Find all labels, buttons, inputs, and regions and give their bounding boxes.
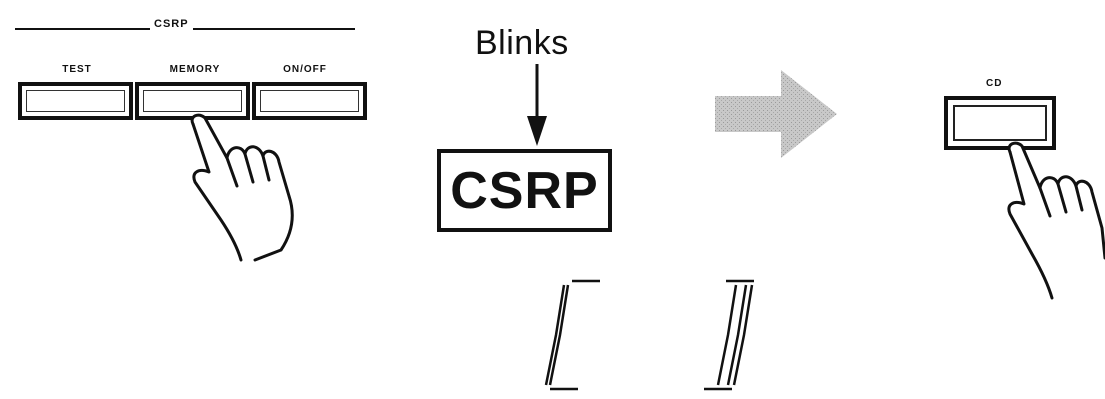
memory-button-label: MEMORY xyxy=(169,64,221,75)
segment-display-icon xyxy=(544,279,754,391)
cd-button-label: CD xyxy=(986,78,1003,89)
test-button[interactable] xyxy=(18,82,133,120)
blinks-label: Blinks xyxy=(475,24,569,62)
cd-button[interactable] xyxy=(944,96,1056,150)
panel-title: CSRP xyxy=(150,18,193,30)
csrp-display: CSRP xyxy=(437,149,612,232)
pointing-hand-icon xyxy=(1007,141,1105,300)
right-arrow-icon xyxy=(715,70,837,158)
pointing-hand-icon xyxy=(190,113,294,262)
down-arrow-icon xyxy=(527,64,547,146)
csrp-display-text: CSRP xyxy=(450,161,599,220)
test-button-label: TEST xyxy=(62,64,92,75)
onoff-button-label: ON/OFF xyxy=(283,64,327,75)
onoff-button[interactable] xyxy=(252,82,367,120)
